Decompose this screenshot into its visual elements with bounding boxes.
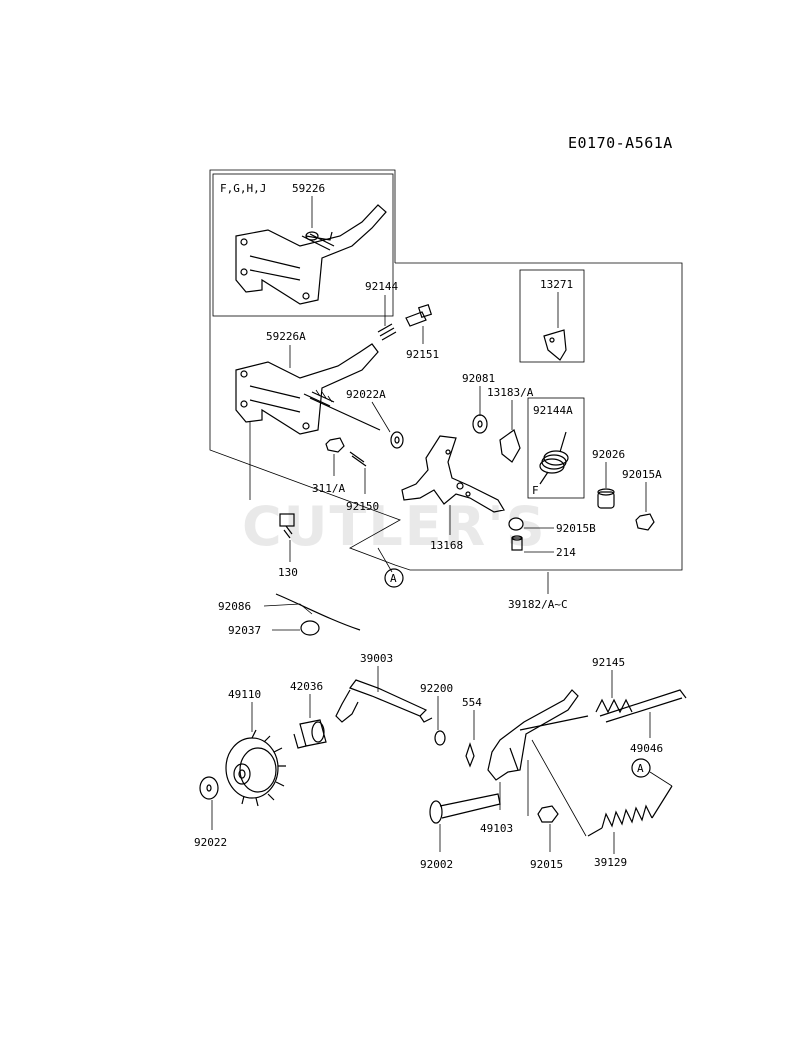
nut-311A-drawing [325,437,345,453]
rod-49046-drawing [599,689,687,723]
label-92200: 92200 [420,682,453,695]
plate-13183A-drawing [499,429,521,463]
plate-13271-hole [549,337,555,343]
label-311A: 311/A [312,482,345,495]
inset-box-92144A [527,397,585,499]
collar-92026-drawing [597,488,615,509]
label-554: 554 [462,696,482,709]
washer-92081-drawing [472,414,488,434]
label-13183A: 13183/A [487,386,534,399]
leader-callout-a-upper [377,547,393,573]
label-92144: 92144 [365,280,398,293]
label-13168: 13168 [430,539,463,552]
label-inset-models: F,G,H,J [220,182,266,195]
bracket-59226A-drawing [235,343,379,435]
washer-92022-drawing [199,776,219,800]
label-92081: 92081 [462,372,495,385]
label-92015B: 92015B [556,522,596,535]
label-39003: 39003 [360,652,393,665]
leader-callout-a-lower [649,771,673,787]
label-92151: 92151 [406,348,439,361]
leader-92022A [371,401,391,433]
inset-box-13271 [519,269,585,363]
leader-92086 [263,603,313,615]
assembly-outline [209,169,683,571]
label-59226: 59226 [292,182,325,195]
pivot-bolt [315,389,333,403]
label-92144A: 92144A [533,404,573,417]
arm-guides [527,739,587,837]
inset-box-fghj [212,173,394,317]
spring-92144A-drawing [539,431,569,485]
spring-92144-drawing [377,323,397,341]
callout-a-upper [384,568,404,588]
label-92022: 92022 [194,836,227,849]
washer-92022A-hole [394,436,400,444]
label-92015A: 92015A [622,468,662,481]
shaft-39003-drawing [335,679,433,723]
gear-49110-drawing [225,729,286,807]
callout-a-upper-letter: A [390,572,397,585]
label-92022A: 92022A [346,388,386,401]
spring-92145-drawing [595,698,633,714]
label-13271: 13271 [540,278,573,291]
plate-13271-drawing [543,329,567,361]
bolt-92002-drawing [429,793,501,824]
label-92150: 92150 [346,500,379,513]
callout-a-lower [631,758,651,778]
nut-92015B-drawing [508,517,524,531]
label-92026: 92026 [592,448,625,461]
washer-92200-drawing [434,730,446,746]
label-49046: 49046 [630,742,663,755]
diagram-code: E0170-A561A [568,134,673,152]
label-42036: 42036 [290,680,323,693]
pin-214-drawing [511,535,523,551]
label-92015: 92015 [530,858,563,871]
washer-92022-hole [206,784,212,792]
screw-92151-drawing [405,303,433,327]
label-92086: 92086 [218,600,251,613]
label-92145: 92145 [592,656,625,669]
label-variant-f: F [532,484,539,497]
label-130: 130 [278,566,298,579]
nut-92015A-drawing [635,513,655,531]
label-92037: 92037 [228,624,261,637]
lever-13168-drawing [401,435,505,513]
arm-49103-drawing [487,689,589,781]
bracket-59226-drawing [235,204,387,305]
label-49110: 49110 [228,688,261,701]
cable-92086-drawing [275,593,361,631]
label-39129: 39129 [594,856,627,869]
spring-39129-drawing [587,785,673,837]
part-42036-drawing [293,719,327,749]
washer-92081-hole [477,420,483,428]
clamp-92037-drawing [300,620,320,636]
label-39182: 39182/A~C [508,598,568,611]
screw-92150-drawing [349,451,367,467]
label-59226A: 59226A [266,330,306,343]
nut-92015-drawing [537,805,559,823]
pivot-line [309,397,381,431]
pin-554-drawing [465,742,475,768]
washer-92022A-drawing [390,431,404,449]
label-92002: 92002 [420,858,453,871]
label-214: 214 [556,546,576,559]
bolt-130-drawing [279,513,295,539]
callout-a-lower-letter: A [637,762,644,775]
label-49103: 49103 [480,822,513,835]
